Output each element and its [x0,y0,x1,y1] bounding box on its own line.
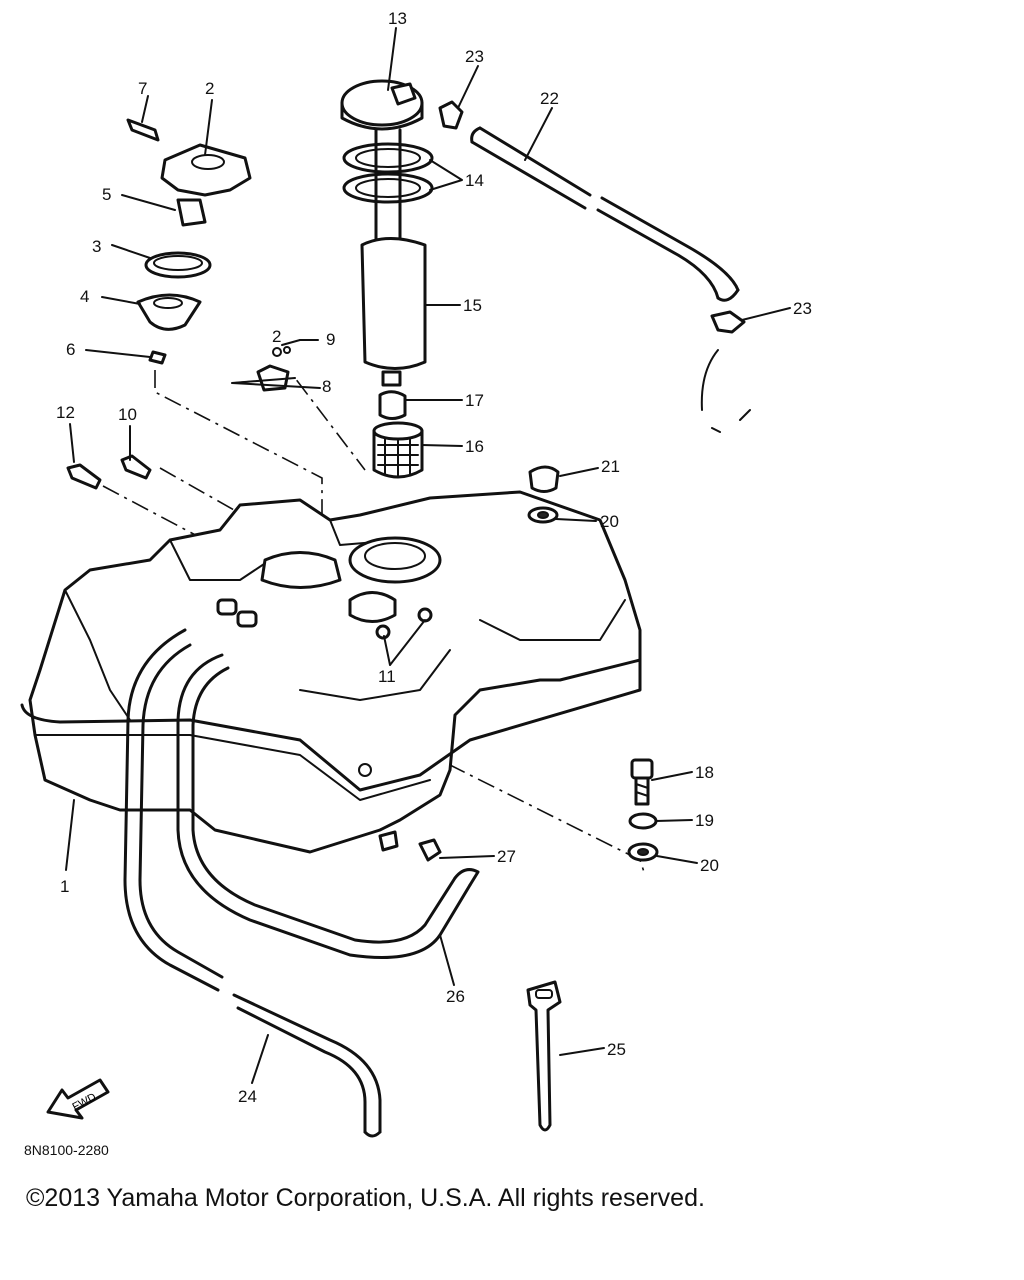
callout-16: 16 [465,437,484,456]
callout-2b: 2 [272,327,281,346]
callout-15: 15 [463,296,482,315]
callout-26: 26 [446,987,465,1006]
drain-hose [176,653,480,959]
callout-20a: 20 [600,512,619,531]
callout-13: 13 [388,9,407,28]
callout-25: 25 [607,1040,626,1059]
fuel-pump-assembly [340,79,434,479]
callout-5: 5 [102,185,111,204]
callout-17: 17 [465,391,484,410]
fuel-tank [20,490,642,854]
callout-22: 22 [540,89,559,108]
callout-labels: 1 2 2 3 4 5 6 7 8 9 10 11 12 13 14 15 16… [56,9,812,1106]
callout-10: 10 [118,405,137,424]
callout-2: 2 [205,79,214,98]
tank-strap [526,980,562,1132]
vent-hose [438,100,751,433]
callout-18: 18 [695,763,714,782]
callout-19: 19 [695,811,714,830]
callout-24: 24 [238,1087,257,1106]
fuel-cock-parts [126,118,291,392]
callout-20b: 20 [700,856,719,875]
callout-3: 3 [92,237,101,256]
fuel-tank-exploded-diagram: FWD 1 2 2 3 [20,9,812,1158]
bolts [66,454,152,490]
callout-8: 8 [322,377,331,396]
forward-arrow: FWD [46,1078,110,1120]
callout-12: 12 [56,403,75,422]
copyright-notice: ©2013 Yamaha Motor Corporation, U.S.A. A… [26,1184,705,1212]
diagram-code: 8N8100-2280 [24,1142,109,1158]
callout-14: 14 [465,171,484,190]
callout-23a: 23 [465,47,484,66]
callout-11: 11 [378,667,396,686]
callout-23b: 23 [793,299,812,318]
callout-7: 7 [138,79,147,98]
mounting-hardware [418,465,659,862]
callout-4: 4 [80,287,89,306]
callout-21: 21 [601,457,620,476]
breather-hose [123,628,382,1138]
callout-9: 9 [326,330,335,349]
leader-lines [65,27,791,1084]
callout-6: 6 [66,340,75,359]
callout-1: 1 [60,877,69,896]
callout-27: 27 [497,847,516,866]
